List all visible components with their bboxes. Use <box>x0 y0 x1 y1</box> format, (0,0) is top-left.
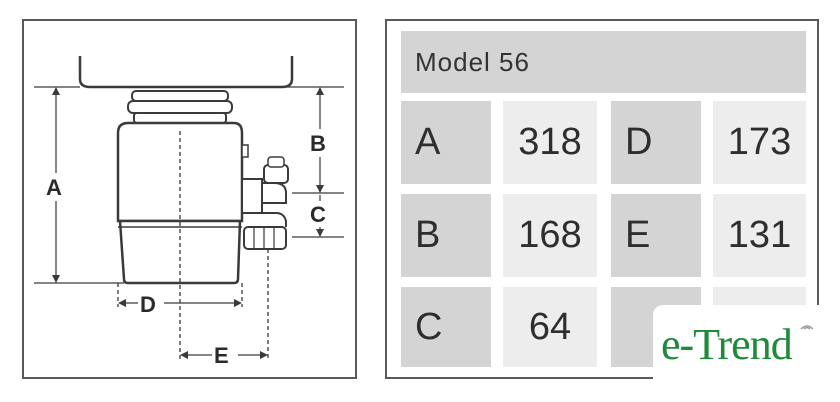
dimension-label-c: C <box>310 202 326 227</box>
row-c-letter: C <box>401 287 491 367</box>
row-a-value: 318 <box>503 101 597 184</box>
disposer-upper-body <box>116 121 244 223</box>
flange-ring-middle <box>127 100 233 114</box>
row-d-letter: D <box>611 101 701 184</box>
row-c-value: 64 <box>503 287 597 367</box>
disposer-drawing: A B C D E <box>34 56 344 368</box>
spec-table-panel: Model 56 A 318 D 173 B 168 E 131 C 64 <box>385 19 819 379</box>
dimension-label-e: E <box>214 343 229 368</box>
row-d-value: 173 <box>713 101 806 184</box>
row-a-letter: A <box>401 101 491 184</box>
dimension-label-a: A <box>46 175 62 200</box>
row-b-letter: B <box>401 194 491 277</box>
logo-text: e-Trend <box>661 320 793 369</box>
trap-nut-bottom <box>243 226 287 250</box>
etrend-logo: e-Trend <box>653 305 833 385</box>
model-title: Model 56 <box>401 31 806 93</box>
flange-ring-top <box>131 90 229 102</box>
row-e-letter: E <box>611 194 701 277</box>
signal-icon <box>800 325 814 330</box>
dimension-label-b: B <box>310 131 326 156</box>
row-e-value: 131 <box>713 194 806 277</box>
sink-bowl <box>78 56 294 89</box>
flange-ring-bottom <box>133 112 227 124</box>
dimension-drawing-panel: A B C D E <box>22 19 357 379</box>
reset-button <box>241 144 249 158</box>
discharge-outlet <box>241 178 263 214</box>
row-b-value: 168 <box>503 194 597 277</box>
dimension-label-d: D <box>140 292 156 317</box>
